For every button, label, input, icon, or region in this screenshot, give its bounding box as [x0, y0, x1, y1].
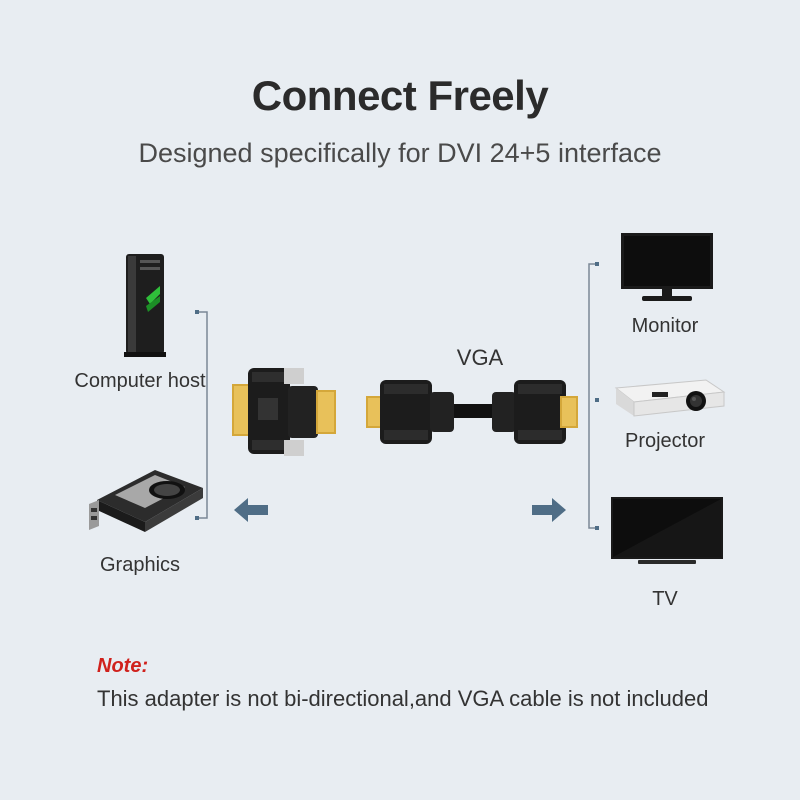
projector-icon [614, 379, 726, 417]
arrow-right-icon [532, 498, 566, 522]
monitor-label: Monitor [631, 315, 699, 337]
vga-cable-icon [366, 380, 578, 444]
note-text: This adapter is not bi-directional,and V… [97, 686, 709, 711]
computer-tower-icon [124, 254, 166, 357]
arrow-left-icon [234, 498, 268, 522]
graphics-label: Graphics [99, 554, 181, 576]
right-bracket [588, 262, 599, 530]
dvi-adapter-icon [232, 368, 336, 456]
computer-host-label: Computer host [74, 370, 206, 392]
vga-label: VGA [456, 345, 504, 370]
note-title: Note: [97, 655, 149, 677]
graphics-card-icon [89, 470, 203, 532]
monitor-icon [621, 233, 713, 301]
projector-label: Projector [624, 430, 706, 452]
page-title: Connect Freely [251, 72, 549, 119]
page-subtitle: Designed specifically for DVI 24+5 inter… [138, 138, 662, 168]
left-bracket [195, 310, 208, 520]
tv-label: TV [652, 588, 678, 610]
tv-icon [611, 497, 723, 564]
